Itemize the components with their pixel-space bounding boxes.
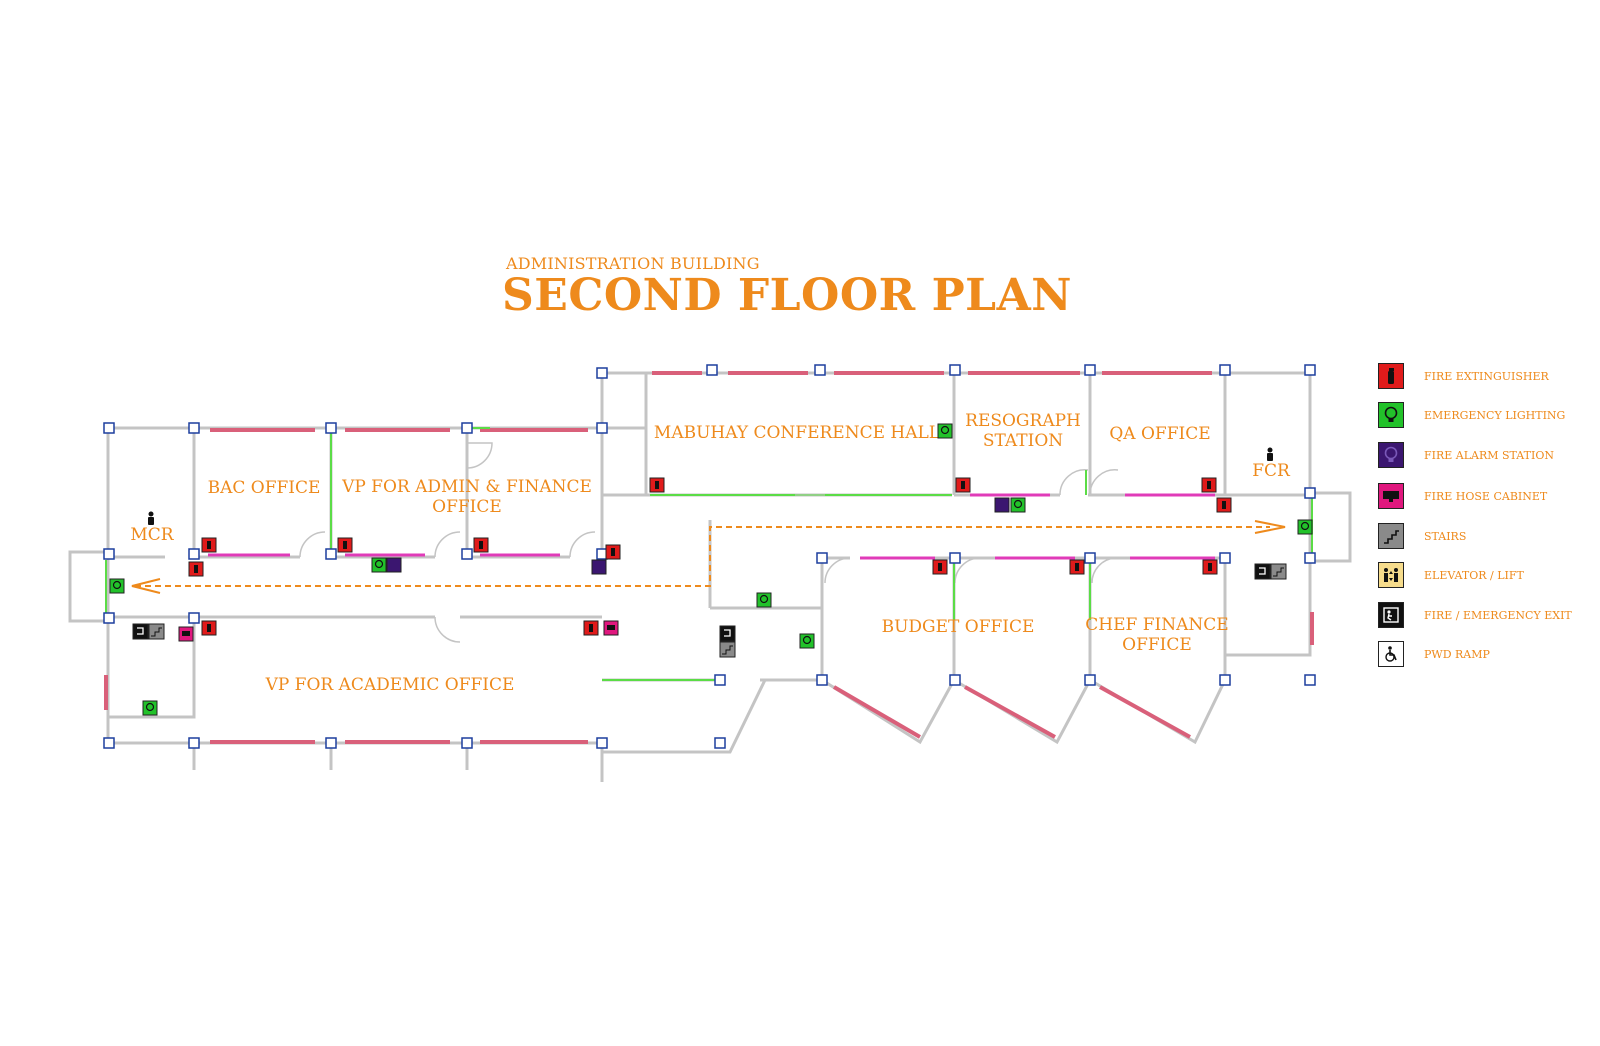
legend-label: FIRE HOSE CABINET bbox=[1424, 490, 1548, 503]
room-label-vp-admin-2: OFFICE bbox=[432, 497, 502, 517]
corridor-partitions bbox=[208, 493, 1215, 560]
room-label-bac-office: BAC OFFICE bbox=[208, 478, 321, 498]
fire-extinguisher-icon bbox=[583, 620, 599, 636]
pwd-ramp-icon bbox=[1378, 641, 1404, 667]
emergency-light-icon bbox=[799, 633, 815, 649]
stairs-icon bbox=[1270, 563, 1287, 580]
room-label-vp-admin: VP FOR ADMIN & FINANCE bbox=[341, 477, 592, 497]
floor-plan-title: SECOND FLOOR PLAN bbox=[502, 270, 1072, 321]
fire-alarm-icon bbox=[1378, 442, 1404, 468]
legend-item-stairs: STAIRS bbox=[1378, 523, 1598, 553]
columns bbox=[103, 364, 1316, 749]
fire-extinguisher-icon bbox=[1202, 559, 1218, 575]
fire-hose-icon bbox=[178, 626, 194, 642]
stairs-icon bbox=[719, 641, 736, 658]
room-label-resograph-2: STATION bbox=[983, 431, 1063, 451]
emergency-exit-icon bbox=[1254, 563, 1271, 580]
legend-label: STAIRS bbox=[1424, 530, 1467, 543]
legend-label: ELEVATOR / LIFT bbox=[1424, 569, 1524, 582]
legend-item-emergency-lighting: EMERGENCY LIGHTING bbox=[1378, 402, 1598, 432]
fire-extinguisher-icon bbox=[649, 477, 665, 493]
legend-label: FIRE EXTINGUISHER bbox=[1424, 370, 1549, 383]
fire-extinguisher-icon bbox=[1201, 477, 1217, 493]
emergency-light-icon bbox=[142, 700, 158, 716]
legend-label: FIRE / EMERGENCY EXIT bbox=[1424, 609, 1572, 622]
room-label-fcr: FCR bbox=[1252, 461, 1291, 481]
fire-extinguisher-icon bbox=[1216, 497, 1232, 513]
room-label-mabuhay: MABUHAY CONFERENCE HALL bbox=[654, 423, 940, 443]
fire-extinguisher-icon bbox=[932, 559, 948, 575]
legend-item-emergency-exit: FIRE / EMERGENCY EXIT bbox=[1378, 602, 1598, 632]
emergency-lights bbox=[109, 423, 1313, 716]
elevator-icon bbox=[1378, 562, 1404, 588]
person-icon bbox=[1267, 447, 1273, 461]
emergency-light-icon bbox=[756, 592, 772, 608]
fire-extinguisher-icon bbox=[337, 537, 353, 553]
legend-label: EMERGENCY LIGHTING bbox=[1424, 409, 1566, 422]
windows bbox=[104, 371, 1314, 744]
fire-hoses bbox=[178, 620, 619, 642]
legend-label: FIRE ALARM STATION bbox=[1424, 449, 1554, 462]
legend-label: PWD RAMP bbox=[1424, 648, 1490, 661]
emergency-exit-icon bbox=[719, 625, 736, 642]
legend-item-pwd-ramp: PWD RAMP bbox=[1378, 641, 1598, 671]
emergency-light-icon bbox=[371, 557, 387, 573]
person-icon bbox=[148, 511, 154, 525]
fire-hose-icon bbox=[603, 620, 619, 636]
room-label-qa-office: QA OFFICE bbox=[1109, 424, 1210, 444]
room-label-chef-finance: CHEF FINANCE bbox=[1085, 615, 1228, 635]
evacuation-route bbox=[135, 526, 1270, 587]
fire-alarm-icon bbox=[591, 559, 607, 575]
fire-extinguisher-icon bbox=[201, 620, 217, 636]
emergency-exit-icon bbox=[132, 623, 149, 640]
legend-item-fire-extinguisher: FIRE EXTINGUISHER bbox=[1378, 363, 1598, 393]
emergency-light-icon bbox=[1010, 497, 1026, 513]
emergency-light-icon bbox=[1297, 519, 1313, 535]
fire-hose-icon bbox=[1378, 483, 1404, 509]
fire-alarm-icon bbox=[994, 497, 1010, 513]
glass-partitions bbox=[105, 427, 1313, 681]
room-label-resograph: RESOGRAPH bbox=[965, 411, 1081, 431]
fire-extinguisher-icon bbox=[473, 537, 489, 553]
room-label-vp-academic: VP FOR ACADEMIC OFFICE bbox=[265, 675, 515, 695]
fire-extinguishers bbox=[188, 477, 1232, 636]
stairs-icon bbox=[148, 623, 165, 640]
room-label-mcr: MCR bbox=[130, 525, 174, 545]
door-swings bbox=[299, 442, 1119, 643]
emergency-light-icon bbox=[1378, 402, 1404, 428]
exits-and-stairs bbox=[132, 563, 1287, 658]
fire-extinguisher-icon bbox=[188, 561, 204, 577]
stairs-icon bbox=[1378, 523, 1404, 549]
fire-extinguisher-icon bbox=[201, 537, 217, 553]
fire-alarms bbox=[386, 497, 1010, 575]
room-label-budget-office: BUDGET OFFICE bbox=[882, 617, 1035, 637]
fire-extinguisher-icon bbox=[605, 544, 621, 560]
fire-extinguisher-icon bbox=[1378, 363, 1404, 389]
fire-extinguisher-icon bbox=[1069, 559, 1085, 575]
legend-item-fire-alarm: FIRE ALARM STATION bbox=[1378, 442, 1598, 472]
emergency-light-icon bbox=[109, 578, 125, 594]
emergency-light-icon bbox=[937, 423, 953, 439]
room-label-chef-finance-2: OFFICE bbox=[1122, 635, 1192, 655]
legend-item-elevator: ELEVATOR / LIFT bbox=[1378, 562, 1598, 592]
fire-alarm-icon bbox=[386, 557, 402, 573]
fire-extinguisher-icon bbox=[955, 477, 971, 493]
legend-item-fire-hose: FIRE HOSE CABINET bbox=[1378, 483, 1598, 513]
route-arrowheads bbox=[131, 520, 1286, 594]
emergency-exit-icon bbox=[1378, 602, 1404, 628]
building-subtitle: ADMINISTRATION BUILDING bbox=[506, 254, 760, 273]
